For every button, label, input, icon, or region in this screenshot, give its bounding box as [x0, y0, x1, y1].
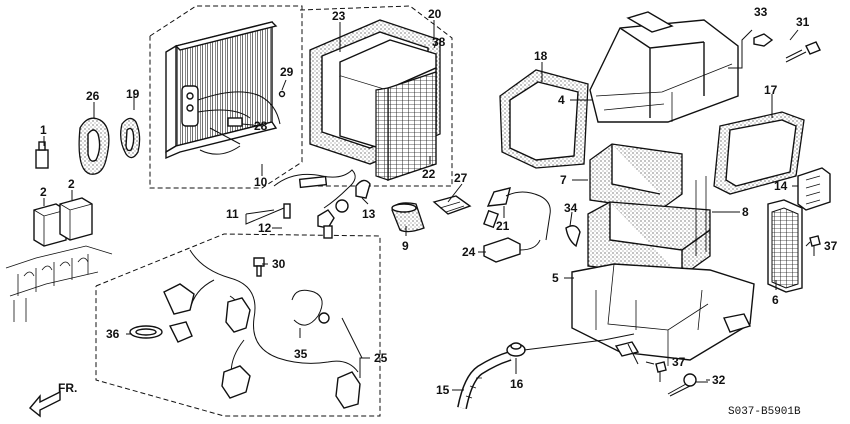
clip-13: [355, 179, 371, 199]
callout-16: 16: [510, 377, 524, 391]
front-direction-arrow: [29, 390, 61, 418]
evaporator-core: [165, 21, 286, 160]
callout-19: 19: [126, 87, 140, 101]
filter-door-6: [767, 199, 803, 293]
callout-labels: 1 2 2 4 5 6 7 8 9 10 11 12 13 14 15 16 1…: [40, 5, 838, 397]
callout-17: 17: [764, 83, 778, 97]
callout-28: 28: [254, 119, 268, 133]
gasket-26: [78, 117, 110, 175]
group-outline-evaporator: [149, 5, 303, 189]
front-direction-label: FR.: [58, 381, 77, 395]
callout-37-right: 37: [824, 239, 838, 253]
connector-27: [432, 195, 472, 215]
seal-18: [499, 69, 589, 169]
temperature-sensor: [273, 169, 356, 239]
callout-9: 9: [402, 239, 409, 253]
grommet-16: [506, 342, 526, 357]
callout-33: 33: [754, 5, 768, 19]
wire-harness: [163, 249, 361, 409]
clip-34: [565, 225, 581, 248]
callout-30: 30: [272, 257, 286, 271]
bolt-37-lower: [655, 361, 667, 382]
callout-13: 13: [362, 207, 376, 221]
callout-27: 27: [454, 171, 468, 185]
relay-assembly: [5, 141, 113, 322]
heater-core-7: [589, 143, 683, 211]
callout-22: 22: [422, 167, 436, 181]
clamp-35: [291, 289, 330, 326]
callout-1: 1: [40, 123, 47, 137]
callout-12: 12: [258, 221, 272, 235]
callout-38: 38: [432, 35, 446, 49]
callout-18: 18: [534, 49, 548, 63]
sleeve-9: [391, 202, 425, 233]
bracket-14: [797, 167, 831, 211]
bolt-37-upper: [809, 235, 821, 256]
gasket-19: [120, 117, 141, 159]
bolt-32: [667, 373, 708, 397]
callout-31: 31: [796, 15, 810, 29]
callout-32: 32: [712, 373, 726, 387]
callout-8: 8: [742, 205, 749, 219]
callout-11: 11: [226, 207, 239, 221]
callout-26: 26: [86, 89, 100, 103]
lower-case-5: [571, 263, 755, 366]
callout-29: 29: [280, 65, 294, 79]
clip-33: [753, 33, 774, 47]
leader-lines: [43, 20, 811, 391]
callout-35: 35: [294, 347, 308, 361]
screw-31: [785, 41, 821, 63]
callout-36: 36: [106, 327, 120, 341]
callout-7: 7: [560, 173, 567, 187]
callout-10: 10: [254, 175, 268, 189]
band-36: [129, 325, 163, 339]
sensor-21: [483, 187, 551, 241]
group-outline-filter: [299, 5, 453, 187]
callout-14: 14: [774, 179, 788, 193]
upper-case: [589, 11, 739, 123]
heater-case-8: [587, 176, 711, 277]
diagram-code: S037-B5901B: [728, 406, 801, 418]
module-24: [483, 237, 541, 263]
callout-37-bottom: 37: [672, 355, 686, 369]
callout-23: 23: [332, 9, 346, 23]
callout-5: 5: [552, 271, 559, 285]
callout-2-right: 2: [68, 177, 75, 191]
callout-25: 25: [374, 351, 388, 365]
callout-21: 21: [496, 219, 510, 233]
screw-30: [253, 257, 265, 277]
callout-34: 34: [564, 201, 578, 215]
callout-6: 6: [772, 293, 779, 307]
callout-2-left: 2: [40, 185, 47, 199]
callout-20: 20: [428, 7, 442, 21]
seal-17: [713, 111, 805, 195]
drain-hose: [457, 351, 512, 410]
callout-24: 24: [462, 245, 476, 259]
air-filter: [375, 71, 437, 181]
callout-15: 15: [436, 383, 450, 397]
group-outline-harness: [95, 233, 381, 417]
callout-4: 4: [558, 93, 565, 107]
